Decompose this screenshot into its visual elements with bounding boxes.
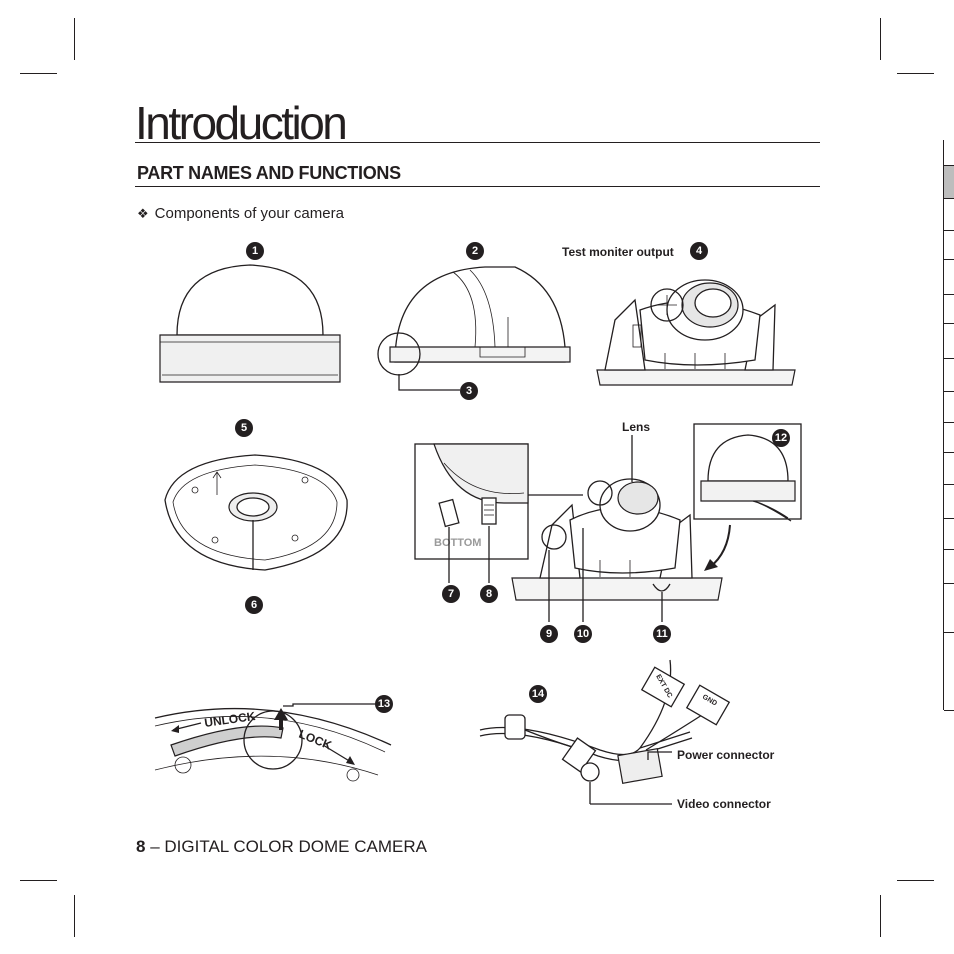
marker-5: 5 — [235, 419, 253, 437]
section-rule — [135, 186, 820, 187]
chapter-tab — [944, 632, 954, 711]
marker-13: 13 — [375, 695, 393, 713]
curved-arrow-icon — [704, 524, 731, 571]
chapter-tab-strip — [943, 140, 954, 711]
bottom-label: BOTTOM — [434, 537, 481, 549]
page-number: 8 — [136, 837, 146, 856]
section-heading: PART NAMES AND FUNCTIONS — [137, 163, 401, 183]
chapter-tab-active — [944, 165, 954, 198]
chapter-tab — [944, 294, 954, 323]
title-rule — [135, 142, 820, 143]
chapter-tab — [944, 358, 954, 391]
lens-label: Lens — [622, 420, 651, 434]
crop-mark-bottom-right-vertical — [880, 895, 881, 937]
chapter-tab — [944, 323, 954, 358]
camera-lens-illustration — [511, 435, 723, 622]
mount-base-illustration — [164, 454, 348, 571]
marker-9: 9 — [540, 625, 558, 643]
marker-2: 2 — [466, 242, 484, 260]
marker-8: 8 — [480, 585, 498, 603]
marker-7: 7 — [442, 585, 460, 603]
detail-connector-line — [528, 494, 583, 496]
lock-label: LOCK — [297, 727, 334, 753]
chapter-tab — [944, 230, 954, 259]
chapter-tab — [944, 484, 954, 518]
crop-mark-bottom-right-horizontal — [897, 880, 934, 881]
chapter-tab — [944, 259, 954, 294]
marker-4: 4 — [690, 242, 708, 260]
chapter-tab — [944, 583, 954, 632]
test-monitor-output-label: Test moniter output — [562, 245, 674, 259]
subheading: ❖ Components of your camera — [137, 205, 344, 222]
crop-mark-top-left-vertical — [74, 18, 75, 60]
crop-mark-top-left-horizontal — [20, 73, 57, 74]
chapter-tab — [944, 518, 954, 549]
page-title: Introduction — [135, 97, 348, 149]
dome-cover-illustration — [159, 264, 341, 383]
chapter-tab — [944, 452, 954, 484]
marker-3: 3 — [460, 382, 478, 400]
chapter-tab — [944, 198, 954, 230]
video-connector-label: Video connector — [677, 797, 771, 811]
footer-text: – DIGITAL COLOR DOME CAMERA — [145, 837, 427, 856]
chapter-tab — [944, 422, 954, 452]
crop-mark-bottom-left-horizontal — [20, 880, 57, 881]
chapter-tab — [944, 549, 954, 583]
marker-11: 11 — [653, 625, 671, 643]
cable-assembly-illustration: EXT DC GND — [479, 659, 731, 805]
power-connector-label: Power connector — [677, 748, 775, 762]
lock-ring-illustration: UNLOCK LOCK — [154, 703, 392, 782]
marker-6: 6 — [245, 596, 263, 614]
camera-module-illustration — [596, 279, 796, 386]
crop-mark-bottom-left-vertical — [74, 895, 75, 937]
chapter-tab — [944, 391, 954, 422]
dome-shield-illustration — [377, 266, 571, 391]
marker-14: 14 — [529, 685, 547, 703]
crop-mark-top-right-vertical — [880, 18, 881, 60]
subheading-text: Components of your camera — [154, 205, 344, 222]
bottom-detail-illustration: BOTTOM — [414, 443, 529, 583]
crop-mark-top-right-horizontal — [897, 73, 934, 74]
marker-12: 12 — [772, 429, 790, 447]
page-footer: 8 – DIGITAL COLOR DOME CAMERA — [136, 837, 427, 857]
diamond-bullet-icon: ❖ — [137, 206, 149, 221]
marker-1: 1 — [246, 242, 264, 260]
marker-10: 10 — [574, 625, 592, 643]
